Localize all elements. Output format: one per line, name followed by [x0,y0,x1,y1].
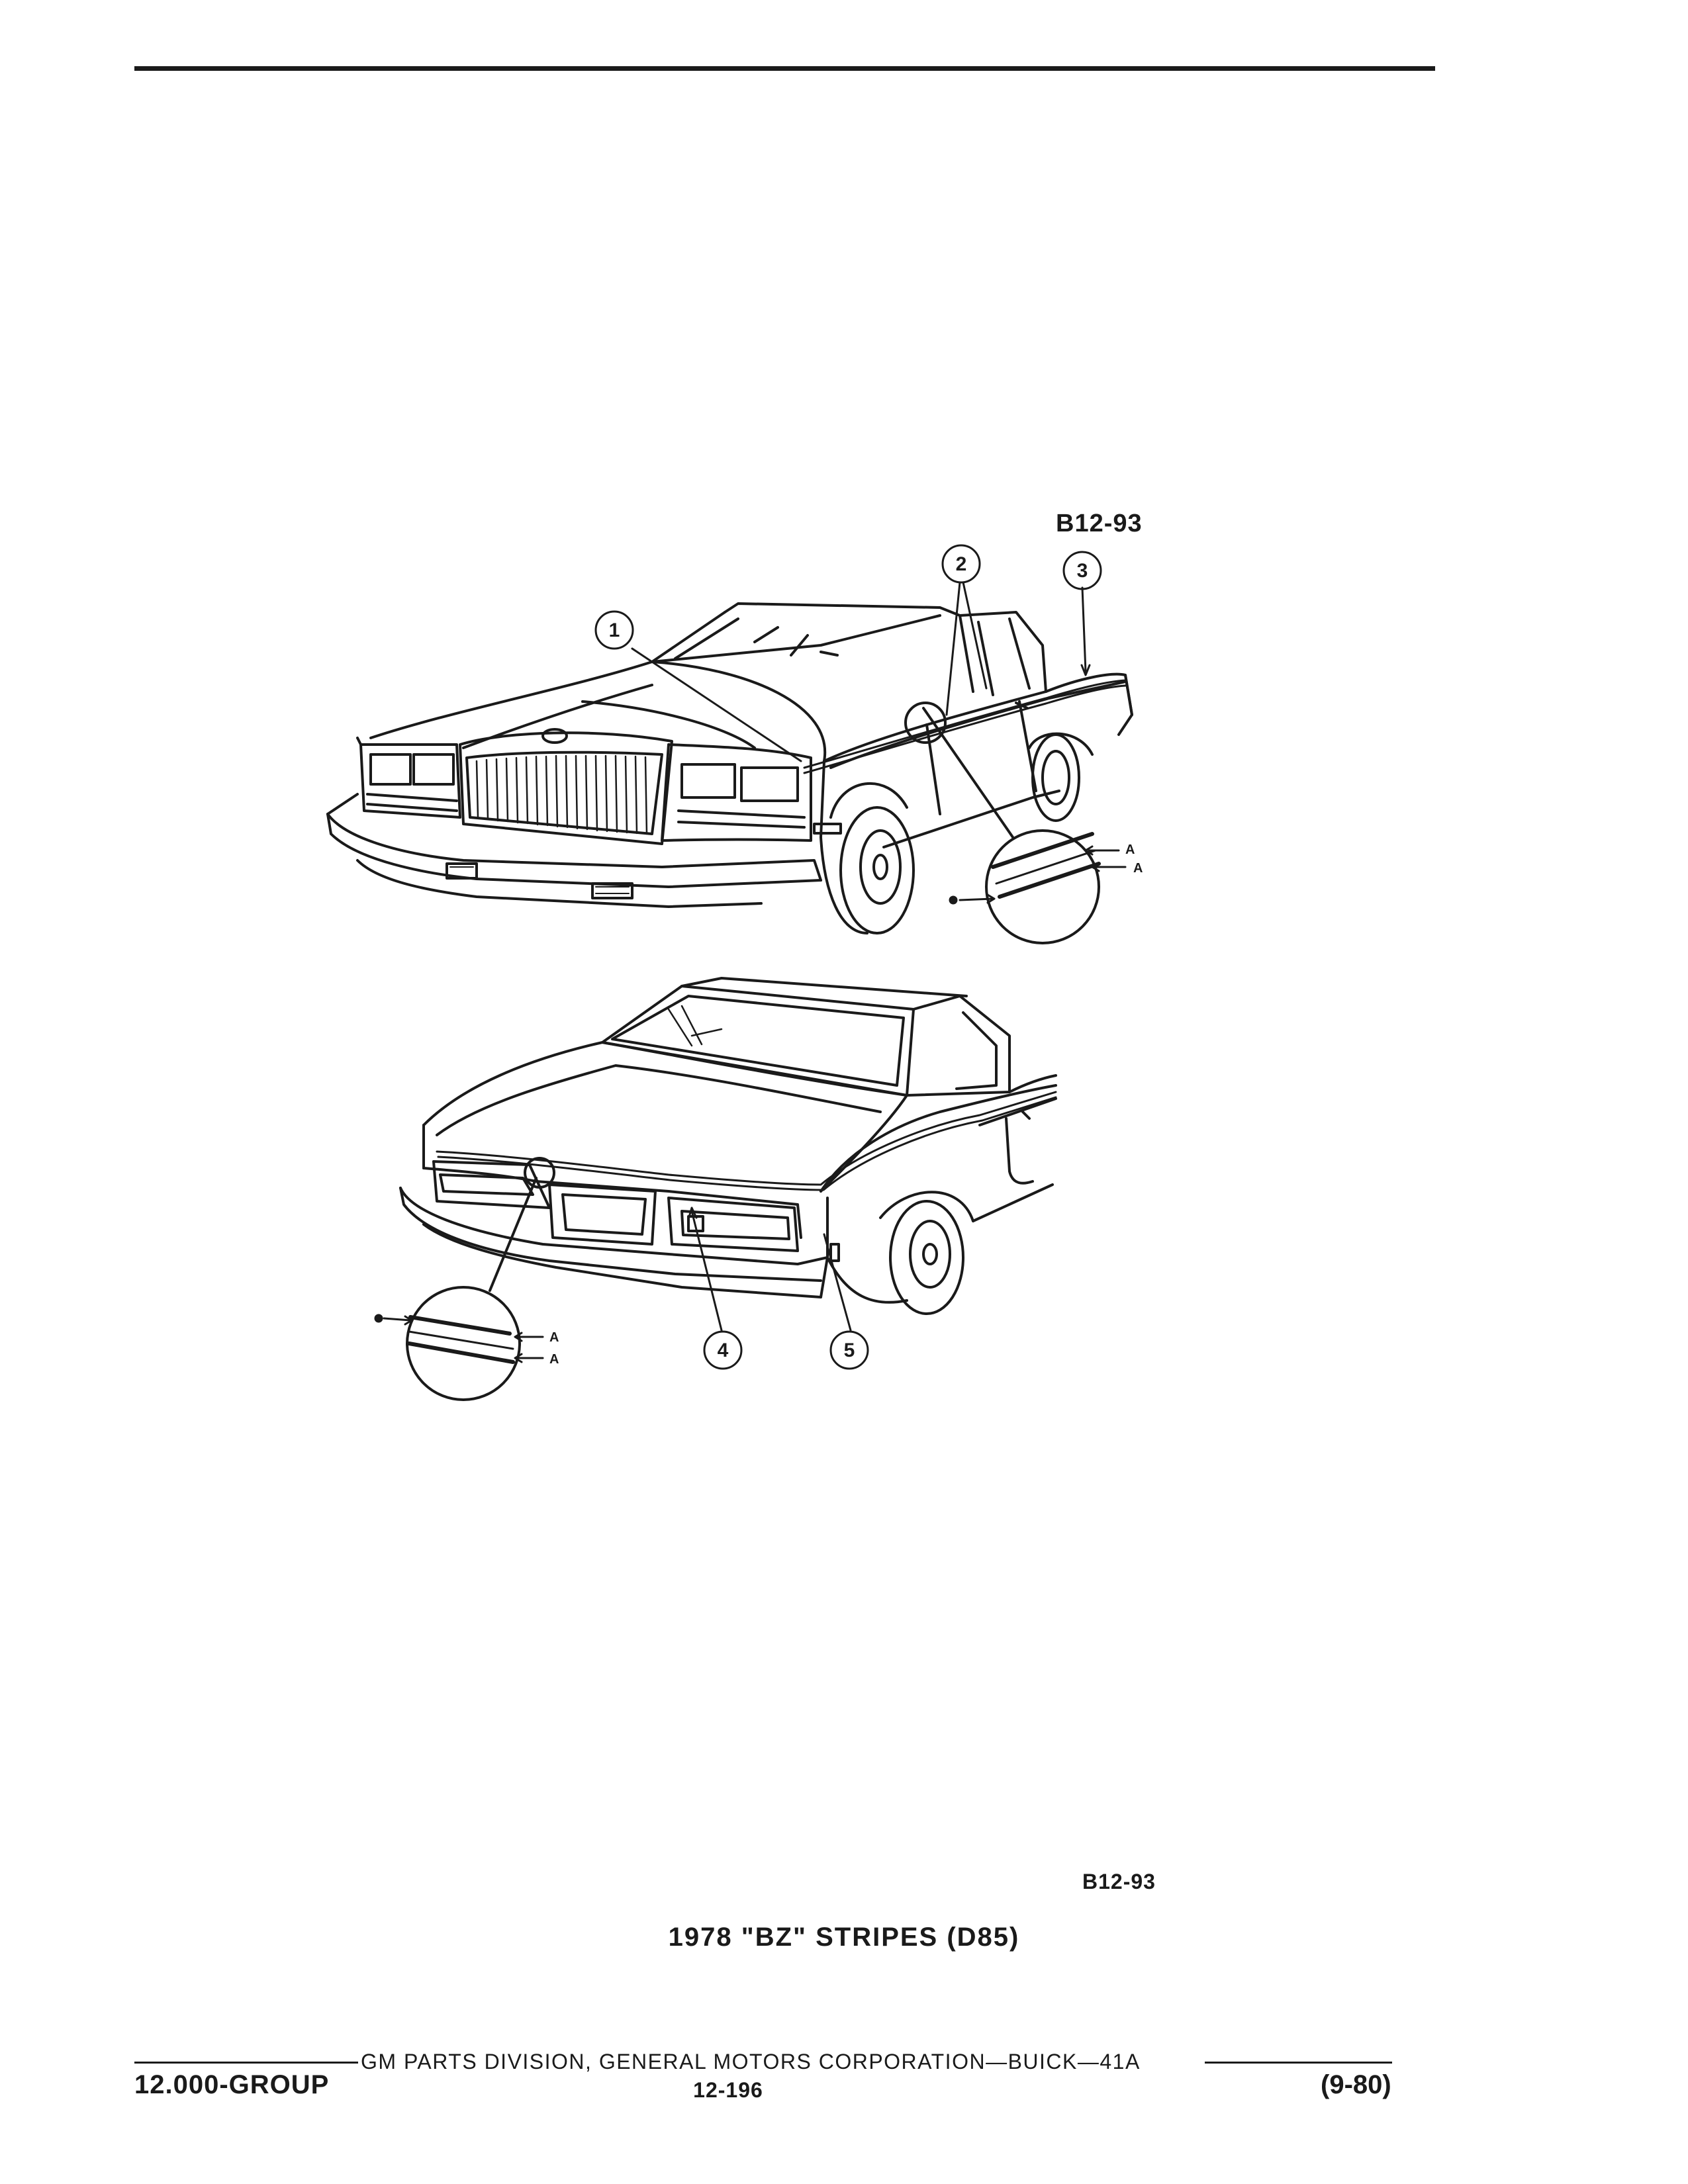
date-code: (9-80) [1321,2070,1391,2099]
front-callout-leaders [631,581,1091,762]
detail-letter-a-4: A [549,1352,559,1367]
callout-3: 3 [1077,560,1088,582]
detail-letter-a-1: A [1125,842,1135,857]
rear-view-car [399,977,1057,1315]
page-number: 12-196 [693,2078,763,2102]
callout-2: 2 [956,553,967,575]
rear-car-stripe [436,1091,1057,1191]
front-car-stripe [803,679,1127,774]
front-detail-arrows [959,845,1127,904]
footer-publisher-line: GM PARTS DIVISION, GENERAL MOTORS CORPOR… [134,2050,1392,2073]
footer-publisher: GM PARTS DIVISION, GENERAL MOTORS CORPOR… [361,2050,1141,2073]
top-rule [134,66,1435,71]
callout-1: 1 [609,619,620,641]
rear-callout-leaders [687,1206,852,1332]
figure-code-top: B12-93 [1056,510,1143,537]
front-detail-circle [904,702,1101,944]
callout-4: 4 [718,1340,729,1361]
figure-code-bottom: B12-93 [1082,1870,1156,1893]
group-label: 12.000-GROUP [134,2070,330,2099]
front-detail-dot [949,895,958,905]
rear-detail-arrows [383,1315,544,1363]
rear-detail-dot [374,1314,383,1323]
front-view-car [326,602,1133,934]
callout-circles [594,544,1102,1370]
footer-rule-left [134,2062,358,2064]
rear-detail-circle [406,1177,538,1401]
callout-5: 5 [844,1340,855,1361]
detail-letter-a-2: A [1133,861,1143,876]
footer-rule-right [1205,2062,1392,2064]
figure-caption: 1978 "BZ" STRIPES (D85) [668,1923,1020,1952]
detail-letter-a-3: A [549,1330,559,1345]
